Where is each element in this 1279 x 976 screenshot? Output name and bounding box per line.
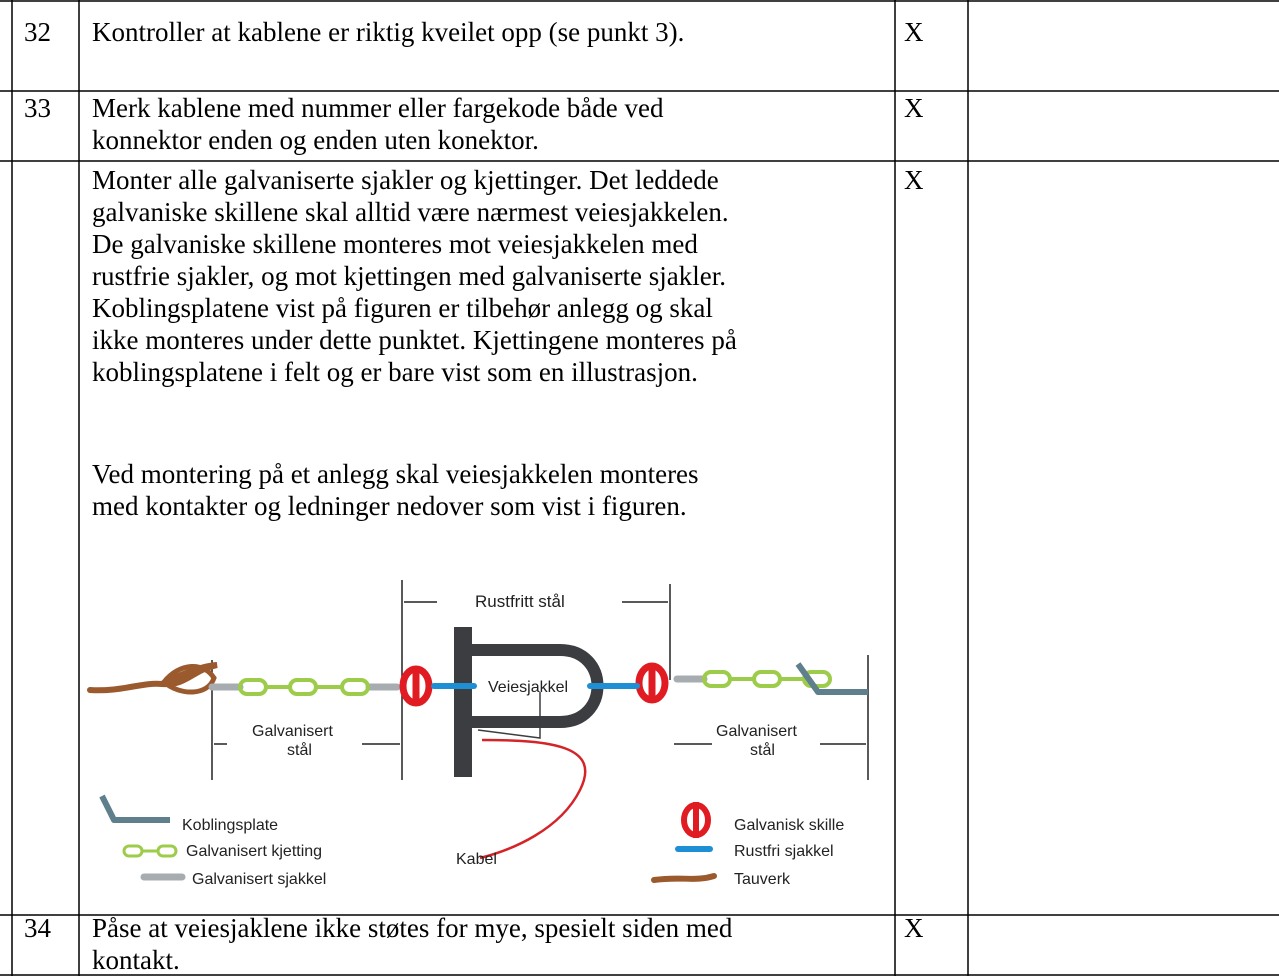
- svg-text:Koblingsplate: Koblingsplate: [182, 817, 278, 834]
- check-mark: X: [904, 165, 924, 195]
- svg-text:Galvanisert sjakkel: Galvanisert sjakkel: [192, 871, 326, 888]
- legend-galv-isolator: Galvanisk skille: [681, 802, 844, 838]
- galvanized-chain: [702, 670, 832, 688]
- stainless-label: Rustfritt stål: [475, 592, 565, 611]
- row-number: 33: [24, 93, 51, 123]
- svg-text:stål: stål: [750, 741, 775, 759]
- legend-galv-chain-label: Galvanisert kjetting: [186, 843, 322, 860]
- weigh-shackle-label: Veiesjakkel: [488, 679, 568, 696]
- check-mark: X: [904, 93, 924, 123]
- svg-text:Galvanisk skille: Galvanisk skille: [734, 817, 844, 834]
- row-text: Kontroller at kablene er riktig kveilet …: [92, 17, 685, 47]
- check-mark: X: [904, 17, 924, 47]
- legend-galv-chain: [122, 844, 178, 858]
- row-number: 32: [24, 17, 51, 47]
- galvanized-label-left: Galvanisert: [252, 723, 333, 740]
- svg-text:stål: stål: [287, 741, 312, 759]
- galvanized-chain: [238, 678, 370, 696]
- galvanized-shackle: [208, 675, 708, 691]
- rope: [87, 662, 218, 695]
- legend-coupling-plate: Koblingsplate: [99, 794, 278, 834]
- cable: [479, 738, 587, 860]
- row-text: Merk kablene med nummer eller fargekode …: [92, 93, 664, 155]
- galvanic-isolator: [399, 662, 669, 707]
- galvanized-label-right: Galvanisert: [716, 723, 797, 740]
- shackle-assembly-figure: Rustfritt stål Veiesjakkel Galvanisert s…: [87, 580, 869, 888]
- row-paragraph: Ved montering på et anlegg skal veiesjak…: [92, 459, 699, 521]
- row-number: 34: [24, 913, 51, 943]
- legend-rope: Tauverk: [651, 871, 791, 888]
- cable-label: Kabel: [456, 851, 497, 868]
- coupling-plate: [795, 662, 868, 695]
- legend-stainless-shackle: Rustfri sjakkel: [675, 843, 834, 860]
- row-text: Påse at veiesjaklene ikke støtes for mye…: [92, 913, 733, 975]
- svg-text:Rustfri sjakkel: Rustfri sjakkel: [734, 843, 834, 860]
- svg-text:Tauverk: Tauverk: [734, 871, 791, 888]
- check-mark: X: [904, 913, 924, 943]
- row-paragraph: Monter alle galvaniserte sjakler og kjet…: [92, 165, 737, 387]
- legend-galv-shackle: Galvanisert sjakkel: [140, 871, 326, 888]
